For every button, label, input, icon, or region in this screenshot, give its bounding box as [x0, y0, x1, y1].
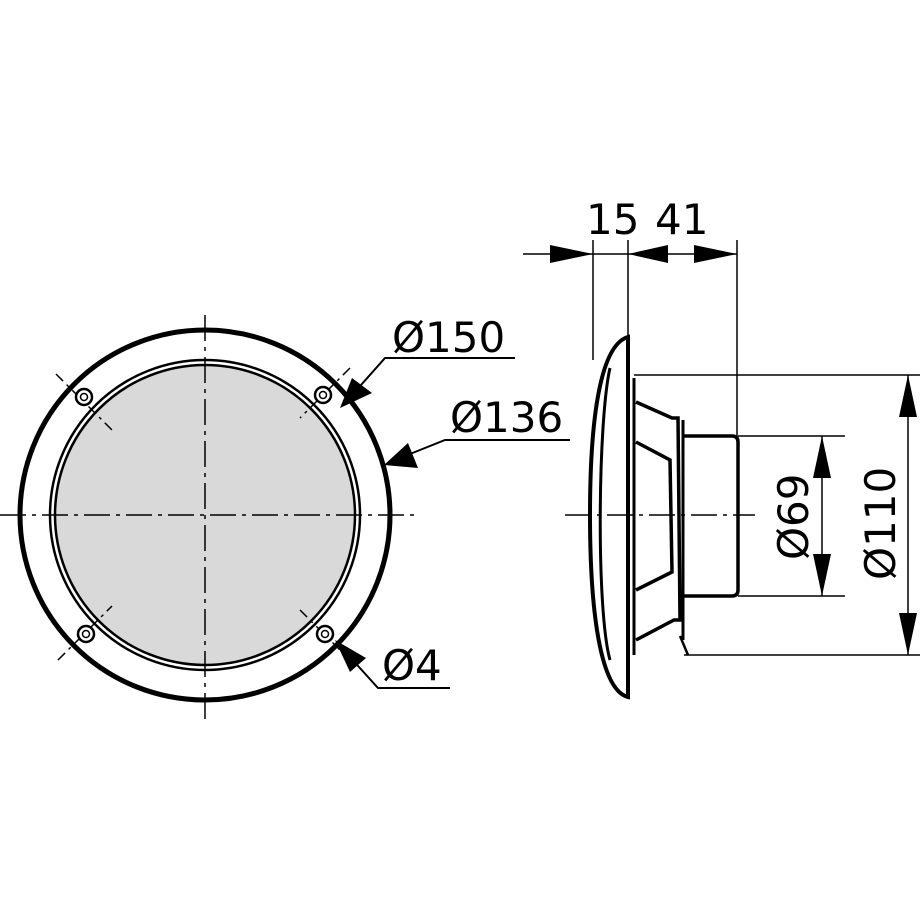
label-mount-hole: Ø4	[382, 641, 442, 690]
mount-hole-tl	[55, 373, 113, 431]
label-outer-diameter: Ø150	[392, 313, 505, 362]
label-basket-diameter: Ø110	[856, 467, 905, 580]
mount-hole-bl	[57, 605, 113, 661]
label-flange-depth: 15	[586, 195, 639, 244]
front-view: Ø150 Ø136 Ø4	[0, 313, 570, 722]
leader-d136	[384, 439, 570, 468]
mount-hole-br	[299, 609, 341, 651]
flange-profile	[587, 334, 630, 700]
leader-d150	[340, 357, 515, 408]
label-body-depth: 41	[655, 195, 708, 244]
label-inner-diameter: Ø136	[450, 393, 563, 442]
mount-hole-tr	[299, 367, 351, 419]
magnet-body	[684, 434, 740, 598]
label-magnet-diameter: Ø69	[769, 473, 818, 560]
side-view: 15 41 Ø69 Ø110	[523, 195, 920, 700]
leader-d4	[335, 640, 450, 689]
